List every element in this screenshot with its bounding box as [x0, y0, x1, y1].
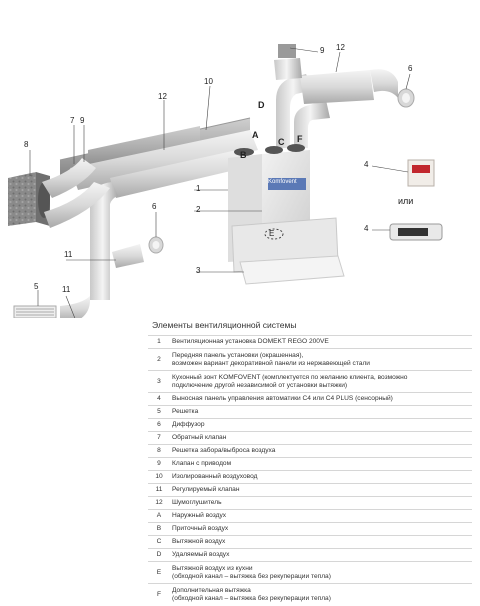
or-label: или: [398, 196, 414, 206]
legend-key: 3: [148, 370, 170, 393]
legend-text: Вытяжной воздух: [170, 535, 472, 549]
label-c: C: [278, 137, 285, 147]
legend-text: Изолированный воздуховод: [170, 470, 472, 484]
legend-key: 9: [148, 457, 170, 471]
legend-key: 10: [148, 470, 170, 484]
legend-text: Удаляемый воздух: [170, 548, 472, 562]
legend-text: Кухонный зонт KOMFOVENT (комплектуется п…: [170, 370, 472, 393]
callout-9-top: 9: [320, 46, 325, 55]
legend-text: Шумоглушитель: [170, 496, 472, 510]
legend-key: F: [148, 583, 170, 606]
callout-8: 8: [24, 140, 29, 149]
duct-a: [70, 130, 258, 190]
control-panel-c4-plus: [389, 223, 443, 241]
diffuser-middle: [112, 236, 164, 268]
label-e: E: [269, 229, 275, 238]
callout-10: 10: [204, 77, 213, 86]
grille-bottom: [60, 296, 90, 322]
callout-4-bottom: 4: [364, 224, 369, 233]
legend-text: Вентиляционная установка DOMEKT REGO 200…: [170, 335, 472, 349]
legend-key: 7: [148, 431, 170, 445]
callout-2: 2: [196, 205, 201, 214]
valve-actuator-top: [274, 44, 302, 80]
legend-text: Обратный клапан: [170, 431, 472, 445]
legend-key: 1: [148, 335, 170, 349]
legend-key: 4: [148, 392, 170, 406]
label-a: A: [252, 130, 259, 140]
legend-key: A: [148, 509, 170, 523]
callout-11-bottom: 11: [62, 285, 71, 294]
ventilation-system-diagram: 1 2 3 4 4 5 6 6 7 8 9 9 10 11 11 12 12 A…: [8, 43, 443, 337]
callout-11-middle: 11: [64, 250, 73, 259]
legend-key: 8: [148, 444, 170, 458]
label-b: B: [240, 150, 247, 160]
label-f: F: [297, 134, 303, 144]
legend-text: Выносная панель управления автоматики С4…: [170, 392, 472, 406]
control-panel-c4: [407, 159, 435, 187]
callout-6-middle: 6: [152, 202, 157, 211]
legend-text: Регулируемый клапан: [170, 483, 472, 497]
callout-7: 7: [70, 116, 75, 125]
legend-text: Диффузор: [170, 418, 472, 432]
callout-6-top: 6: [408, 64, 413, 73]
duct-c-f: [276, 69, 415, 148]
legend-key: 12: [148, 496, 170, 510]
legend-key: B: [148, 522, 170, 536]
intake-grille-box: [8, 158, 110, 228]
legend-key: C: [148, 535, 170, 549]
kitchen-hood: [231, 217, 345, 285]
legend-text: Вытяжной воздух из кухни (обходной канал…: [170, 561, 472, 584]
callout-1: 1: [196, 184, 201, 193]
grille-5: [13, 305, 57, 319]
legend-key: D: [148, 548, 170, 562]
diagram-drawing: [8, 44, 443, 337]
callout-4-top: 4: [364, 160, 369, 169]
legend-title: Элементы вентиляционной системы: [152, 320, 297, 330]
legend-key: E: [148, 561, 170, 584]
legend-key: 2: [148, 348, 170, 371]
legend-text: Наружный воздух: [170, 509, 472, 523]
legend-text: Приточный воздух: [170, 522, 472, 536]
callout-3: 3: [196, 266, 201, 275]
label-d: D: [258, 100, 265, 110]
legend-key: 5: [148, 405, 170, 419]
legend-text: Решетка забора/выброса воздуха: [170, 444, 472, 458]
callout-12-top: 12: [336, 43, 345, 52]
legend-text: Дополнительная вытяжка (обходной канал –…: [170, 583, 472, 606]
legend-text: Клапан с приводом: [170, 457, 472, 471]
legend-text: Решетка: [170, 405, 472, 419]
leader-lines: [29, 47, 411, 337]
brand-label: Komfovent: [268, 179, 297, 185]
callout-9-left: 9: [80, 116, 85, 125]
duct-b: [90, 148, 252, 300]
legend-key: 6: [148, 418, 170, 432]
callout-12-left: 12: [158, 92, 167, 101]
callout-5: 5: [34, 282, 39, 291]
legend-text: Передняя панель установки (окрашенная), …: [170, 348, 472, 371]
legend-key: 11: [148, 483, 170, 497]
